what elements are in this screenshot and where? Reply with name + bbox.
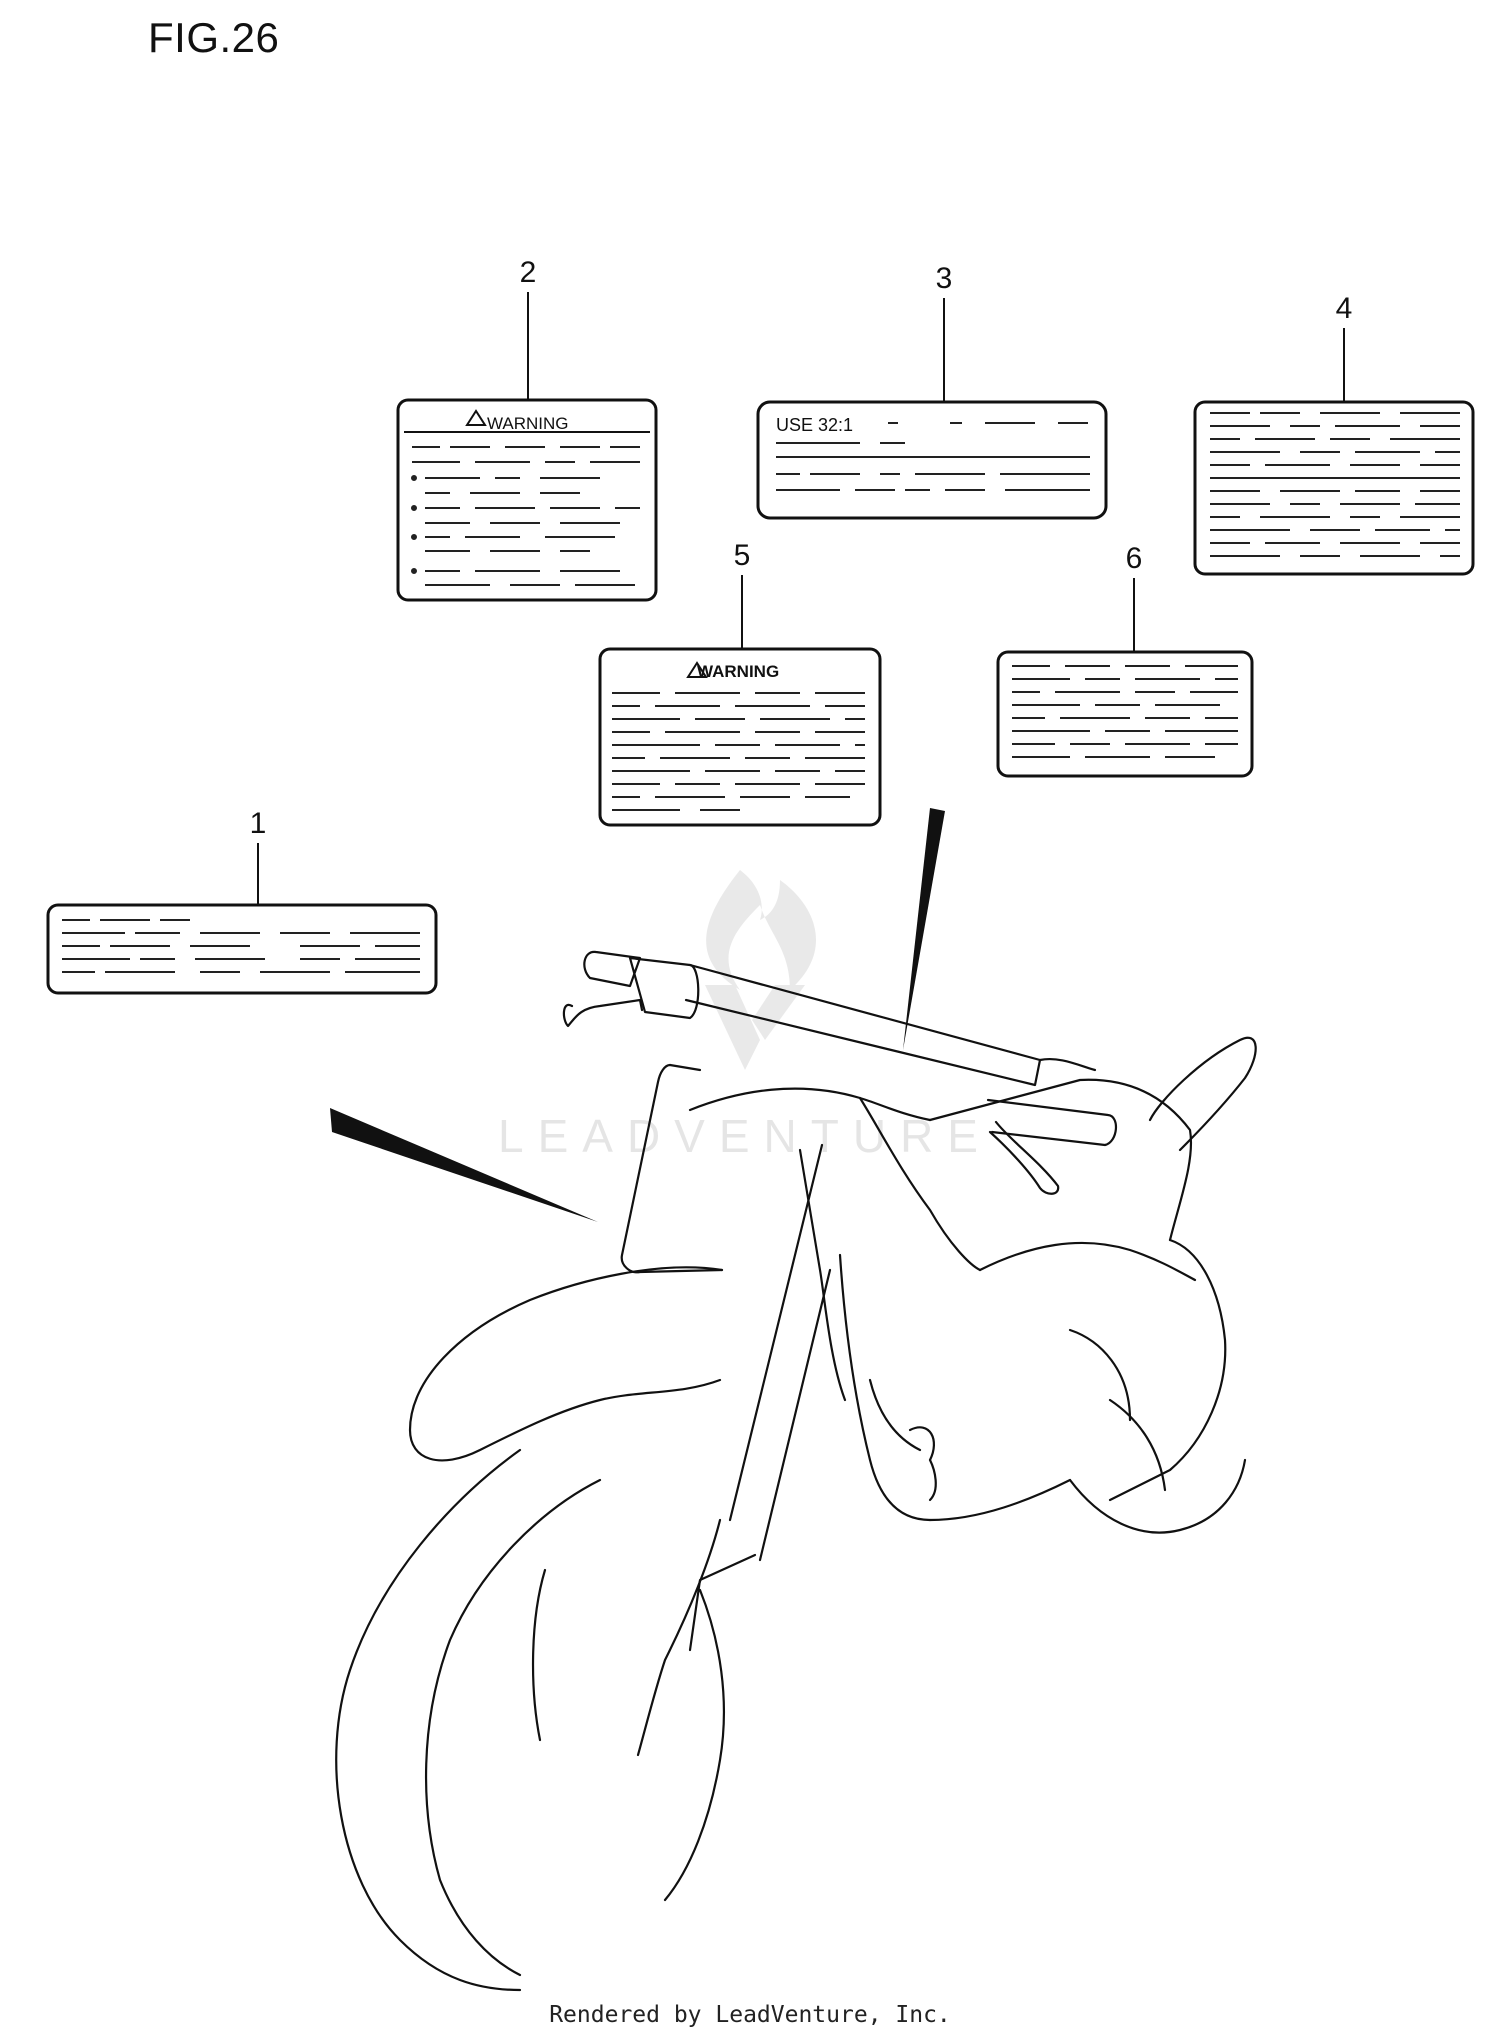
label-text-lines xyxy=(776,422,1090,491)
label-5-sticker[interactable]: WARNING xyxy=(598,647,882,827)
callout-number: 1 xyxy=(250,807,267,840)
callout-number: 4 xyxy=(1336,292,1353,325)
callout-1[interactable]: 1 xyxy=(250,807,267,905)
fuel-mix-text: USE 32:1 xyxy=(776,415,853,435)
pointer-arrow-top xyxy=(903,808,945,1050)
footer-credit: Rendered by LeadVenture, Inc. xyxy=(549,2002,951,2028)
callout-4[interactable]: 4 xyxy=(1336,292,1353,402)
label-2-sticker[interactable]: WARNING xyxy=(396,398,658,602)
watermark: LEADVENTURE xyxy=(498,870,992,1162)
label-text-lines xyxy=(411,446,640,586)
label-text-lines xyxy=(1012,665,1238,758)
warning-triangle-icon xyxy=(465,409,487,426)
callout-5[interactable]: 5 xyxy=(734,539,751,649)
label-1-sticker[interactable] xyxy=(46,903,438,995)
callout-2[interactable]: 2 xyxy=(520,256,537,400)
callout-number: 5 xyxy=(734,539,751,572)
figure-title: FIG.26 xyxy=(148,14,280,61)
watermark-text: LEADVENTURE xyxy=(498,1110,992,1162)
warning-heading: WARNING xyxy=(697,662,779,681)
label-text-lines xyxy=(612,692,865,811)
callout-number: 2 xyxy=(520,256,537,289)
label-text-lines xyxy=(1210,412,1460,557)
label-6-sticker[interactable] xyxy=(996,650,1254,778)
callout-6[interactable]: 6 xyxy=(1126,542,1143,652)
motorcycle-outline xyxy=(335,950,1257,1992)
callout-3[interactable]: 3 xyxy=(936,262,953,402)
label-3-sticker[interactable]: USE 32:1 xyxy=(756,400,1108,520)
warning-heading: WARNING xyxy=(487,414,569,433)
warning-triangle-icon xyxy=(686,661,708,678)
label-text-lines xyxy=(62,919,420,973)
label-4-sticker[interactable] xyxy=(1193,400,1475,576)
pointer-arrow-left xyxy=(330,1108,598,1222)
callout-number: 6 xyxy=(1126,542,1143,575)
watermark-logo-icon xyxy=(705,870,817,1070)
callout-number: 3 xyxy=(936,262,953,295)
